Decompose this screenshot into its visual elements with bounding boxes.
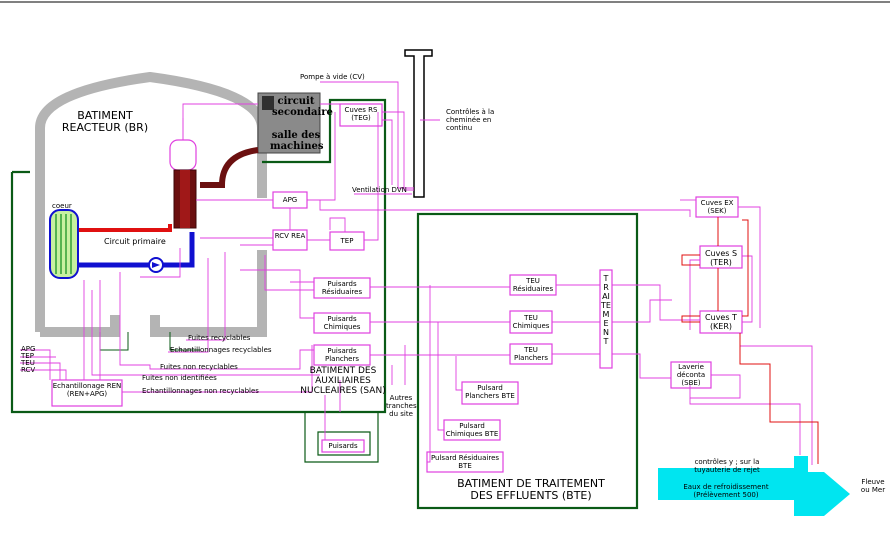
ventilation-label: Ventilation DVN	[352, 186, 407, 194]
traitement-label: TRAITEMENT	[601, 274, 611, 346]
primary-cold-leg	[78, 232, 195, 268]
salle-machines-label: salle des machines	[270, 130, 324, 152]
chimney	[404, 49, 433, 198]
fleuve-label: Fleuve ou Mer	[860, 478, 886, 494]
tep-box	[329, 231, 365, 251]
primary-hot-leg	[78, 224, 172, 232]
secondary-indicator	[262, 96, 274, 110]
reactor-core	[49, 209, 79, 279]
cuves-rs-box	[339, 103, 383, 127]
fuites-recyclables-label: Fuites recyclables	[188, 334, 251, 342]
echantillonnage-label: Echantillonage REN (REN+APG)	[52, 382, 122, 398]
auxiliaires-building-outline	[10, 98, 387, 414]
flow-lines	[20, 81, 813, 465]
pulsard-residuaires-bte-label: Pulsard Résiduaires BTE	[430, 454, 500, 470]
cuves-ex-label: Cuves EX (SEK)	[700, 199, 734, 215]
pulsard-chimiques-bte-label: Pulsard Chimiques BTE	[445, 422, 499, 438]
teu-residuaires-label: TEU Résiduaires	[512, 277, 554, 293]
pressurizer	[169, 139, 197, 171]
reactor-building-label: BATIMENT REACTEUR (BR)	[61, 109, 149, 134]
puisards-residuaires-box	[313, 277, 371, 299]
puisards-box	[321, 439, 365, 453]
input-rcv: RCV	[21, 366, 36, 374]
coeur-label: coeur	[52, 202, 72, 210]
red-lines	[681, 217, 819, 464]
input-tep: TEP	[21, 352, 34, 360]
laverie-box	[670, 361, 712, 389]
pulsard-planchers-bte-label: Pulsard Planchers BTE	[465, 384, 515, 400]
fuites-non-identifiees-label: Fuites non identifiées	[142, 374, 217, 382]
teu-planchers-label: TEU Planchers	[513, 346, 548, 362]
puisards-chimiques-box	[313, 312, 371, 334]
input-apg: APG	[21, 345, 36, 353]
eaux-refroidissement-label: Eaux de refroidissement (Prélèvement 500…	[683, 483, 769, 499]
teu-chimiques-label: TEU Chimiques	[512, 314, 550, 330]
outfall-arrow	[658, 456, 850, 516]
fuites-non-recyclables-label: Fuites non recyclables	[160, 363, 238, 371]
rcv-rea-label: RCV REA	[274, 232, 306, 240]
sg-inner	[180, 170, 190, 228]
autres-tranches-label: Autres tranches du site	[386, 394, 417, 418]
controles-tuyauterie-label: contrôles y ; sur la tuyauterie de rejet	[694, 458, 760, 474]
cuves-s-box	[699, 245, 743, 269]
input-teu: TEU	[21, 359, 35, 367]
steam-line	[200, 147, 259, 188]
traitement-box	[599, 269, 613, 369]
laverie-label: Laverie déconta (SBE)	[676, 363, 706, 387]
controles-cheminee-label: Contrôles à la cheminée en continu	[446, 108, 495, 132]
pompe-vide-label: Pompe à vide (CV)	[300, 73, 365, 81]
echantillonnage-box	[51, 379, 123, 407]
puisards-planchers-label: Puisards Planchers	[324, 347, 359, 363]
auxiliaires-building-label: BATIMENT DES AUXILIAIRES NUCLEAIRES (SAN…	[300, 366, 386, 396]
pulsard-planchers-bte-box	[461, 381, 519, 405]
apg-label: APG	[282, 196, 298, 204]
effluents-building-outline	[416, 212, 639, 510]
circuit-secondaire-label: circuit secondaire	[272, 96, 333, 118]
san-bottom-notch	[304, 412, 379, 463]
puisards-chimiques-label: Puisards Chimiques	[323, 315, 361, 331]
puisards-label: Puisards	[328, 442, 358, 450]
core-rods	[55, 214, 72, 274]
echantillonnages-non-recyclables-label: Echantillonnages non recyclables	[142, 387, 259, 395]
puisards-residuaires-label: Puisards Résiduaires	[321, 280, 363, 296]
tep-label: TEP	[340, 237, 354, 245]
echantillonnages-recyclables-label: Echantillonnages recyclables	[170, 346, 272, 354]
circuit-primaire-label: Circuit primaire	[104, 237, 166, 246]
cuves-t-label: Cuves T (KER)	[705, 313, 737, 331]
reactor-containment	[35, 71, 267, 337]
cuves-rs-label: Cuves RS (TEG)	[344, 106, 378, 122]
cuves-s-label: Cuves S (TER)	[704, 249, 738, 267]
effluents-building-label: BATIMENT DE TRAITEMENT DES EFFLUENTS (BT…	[457, 477, 605, 502]
